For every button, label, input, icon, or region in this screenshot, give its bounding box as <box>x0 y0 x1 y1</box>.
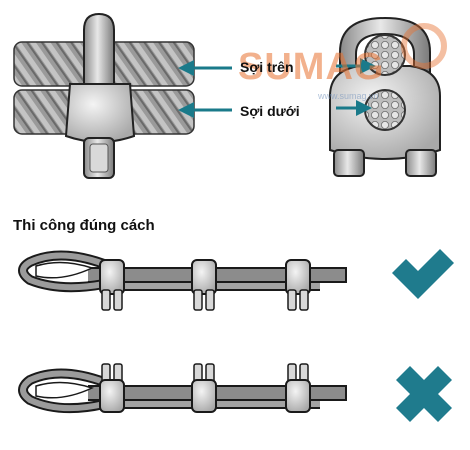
section-title: Thi công đúng cách <box>13 217 155 234</box>
watermark-ring-icon <box>401 23 447 69</box>
correct-clip-2 <box>191 259 217 311</box>
cross-section-clip-group <box>329 16 441 177</box>
upper-strand-label: Sợi trên <box>240 59 294 75</box>
correct-clip-1 <box>99 259 125 311</box>
arrow-upper-section <box>336 58 376 74</box>
lower-strand-label: Sợi dưới <box>240 103 300 119</box>
arrow-upper <box>178 60 232 76</box>
incorrect-clip-2 <box>191 363 217 413</box>
watermark-url: www.sumag.vn <box>318 91 379 101</box>
upper-rope-cross-section <box>364 34 406 76</box>
arrow-lower <box>178 102 232 118</box>
check-icon <box>392 249 454 299</box>
incorrect-clip-1 <box>99 363 125 413</box>
incorrect-installation-diagram <box>18 363 347 414</box>
saddle-block <box>64 83 136 143</box>
incorrect-clip-3 <box>285 363 311 413</box>
side-view-clip-group <box>13 12 232 179</box>
correct-clip-3 <box>285 259 311 311</box>
left-nut <box>333 149 365 177</box>
watermark-brand: SUMAG <box>238 46 385 88</box>
cross-icon <box>396 366 452 422</box>
arrow-lower-section <box>336 100 372 116</box>
correct-installation-diagram <box>18 250 347 311</box>
right-nut <box>405 149 437 177</box>
